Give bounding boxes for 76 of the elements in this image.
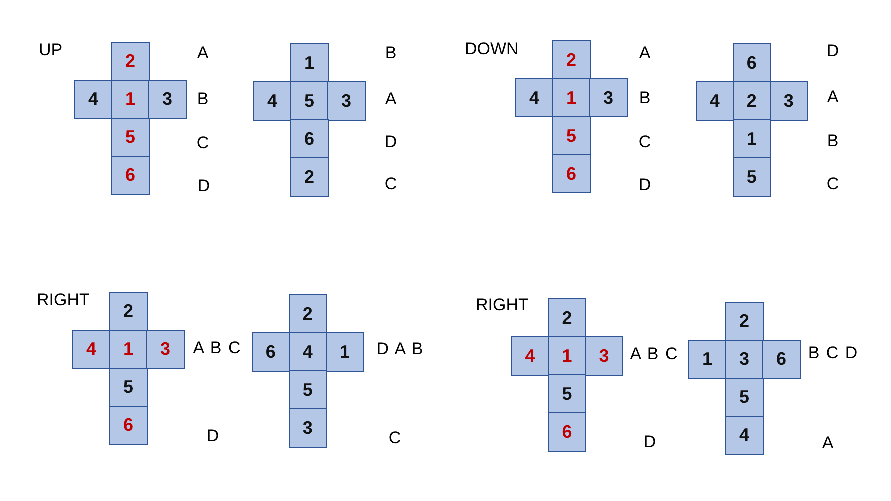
letter-label: C [826, 176, 840, 192]
die-face: 1 [111, 80, 150, 120]
letter-label: C [388, 430, 402, 446]
letter-label: D [644, 434, 656, 450]
die-face: 5 [725, 378, 764, 418]
letter-label: A [197, 44, 209, 62]
die-face: 6 [548, 412, 586, 452]
die-face: 2 [732, 81, 772, 121]
die-face: 4 [253, 81, 292, 121]
die-face: 2 [290, 157, 329, 197]
direction-heading: UP [39, 42, 63, 58]
letter-label: D [826, 42, 840, 60]
direction-heading: RIGHT [37, 292, 90, 308]
die-face: 3 [148, 80, 187, 120]
letter-label: D A B [376, 340, 424, 358]
letter-label: A B C [630, 346, 678, 362]
die-face: 1 [326, 332, 364, 372]
die-face: 4 [74, 80, 113, 120]
letter-label: B [639, 90, 651, 106]
die-face: 6 [762, 340, 801, 380]
die-face: 2 [548, 298, 586, 338]
die-face: 4 [725, 416, 764, 456]
die-face: 5 [548, 374, 586, 414]
die-face: 1 [552, 78, 591, 118]
die-face: 3 [585, 336, 624, 376]
letter-label: D [206, 428, 220, 444]
die-face: 6 [732, 43, 772, 83]
die-face: 3 [725, 340, 764, 380]
letter-label: C [196, 134, 210, 152]
letter-label: B [385, 44, 397, 62]
die-face: 5 [290, 81, 329, 121]
die-face: 2 [725, 302, 764, 342]
letter-label: C [384, 176, 398, 192]
die-face: 5 [552, 116, 591, 156]
die-face: 3 [327, 81, 366, 121]
die-face: 2 [288, 294, 328, 334]
die-face: 3 [589, 78, 628, 118]
letter-label: C [638, 134, 652, 150]
direction-heading: RIGHT [476, 296, 529, 314]
letter-label: A [385, 90, 397, 108]
letter-label: A [822, 434, 834, 452]
die-face: 3 [146, 330, 185, 370]
die-face: 1 [109, 330, 148, 370]
die-face: 2 [552, 40, 591, 80]
die-face: 5 [732, 157, 772, 197]
letter-label: A [639, 44, 651, 62]
die-face: 2 [109, 292, 148, 332]
letter-label: A B C [193, 340, 241, 356]
die-face: 1 [732, 119, 772, 159]
die-face: 1 [290, 43, 329, 83]
die-face: 1 [548, 336, 586, 376]
die-face: 5 [109, 368, 148, 408]
letter-label: D [638, 176, 652, 194]
letter-label: A [827, 88, 839, 106]
die-face: 1 [688, 340, 727, 380]
die-face: 5 [288, 370, 328, 410]
die-face: 3 [770, 81, 808, 121]
die-face: 4 [696, 81, 734, 121]
letter-label: B [827, 132, 839, 150]
letter-label: B [197, 90, 209, 108]
die-face: 6 [252, 332, 290, 372]
direction-heading: DOWN [465, 40, 519, 58]
die-face: 6 [552, 154, 591, 194]
die-face: 6 [111, 156, 150, 196]
die-face: 4 [288, 332, 328, 372]
die-face: 4 [72, 330, 111, 370]
die-face: 3 [288, 408, 328, 448]
letter-label: D [384, 134, 398, 150]
die-face: 5 [111, 118, 150, 158]
die-face: 2 [111, 42, 150, 82]
letter-label: D [198, 178, 210, 194]
letter-label: B C D [808, 344, 858, 362]
die-face: 6 [290, 119, 329, 159]
die-face: 4 [511, 336, 550, 376]
die-face: 6 [109, 406, 148, 446]
die-face: 4 [515, 78, 554, 118]
